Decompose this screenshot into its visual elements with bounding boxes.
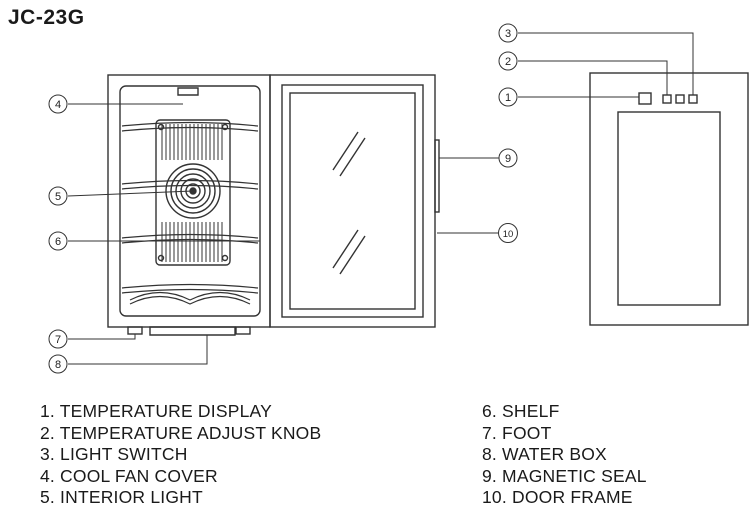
temperature-display-shape	[638, 92, 652, 105]
water-box	[149, 326, 236, 336]
legend-item: 6. SHELF	[482, 401, 560, 421]
callout-4: 4	[48, 94, 68, 114]
callout-9: 9	[498, 148, 518, 168]
callout-6: 6	[48, 231, 68, 251]
svg-text:5: 5	[55, 191, 61, 203]
callout-7: 7	[48, 329, 68, 349]
open-door	[269, 74, 440, 328]
callout-10: 10	[498, 223, 518, 243]
fan-cover	[155, 119, 231, 266]
legend-item: 7. FOOT	[482, 422, 552, 443]
callout-8: 8	[48, 354, 68, 374]
adjust-knob-shape-b	[675, 94, 685, 104]
callout-group: 1 2 3 4 5 6 7 8 9 10	[48, 23, 518, 374]
foot-group	[127, 326, 251, 335]
light-switch-shape	[688, 94, 698, 104]
closed-door	[589, 72, 749, 326]
legend-item: 5. INTERIOR LIGHT	[40, 487, 203, 507]
legend-item: 2. TEMPERATURE ADJUST KNOB	[40, 422, 322, 443]
svg-text:1: 1	[505, 92, 511, 104]
legend-item: 8. WATER BOX	[482, 444, 607, 464]
legend-left: 1. TEMPERATURE DISPLAY 2. TEMPERATURE AD…	[40, 401, 321, 509]
callout-3: 3	[498, 23, 518, 43]
svg-text:7: 7	[55, 334, 61, 346]
svg-text:9: 9	[505, 153, 511, 165]
legend-item: 1. TEMPERATURE DISPLAY	[40, 401, 272, 421]
svg-text:6: 6	[55, 236, 61, 248]
model-title: JC-23G	[8, 6, 85, 29]
callout-2: 2	[498, 51, 518, 71]
svg-text:10: 10	[503, 229, 514, 240]
leader-lines	[67, 32, 694, 365]
legend-item: 9. MAGNETIC SEAL	[482, 465, 647, 486]
legend-item: 3. LIGHT SWITCH	[40, 444, 188, 464]
svg-text:8: 8	[55, 359, 61, 371]
legend-right: 6. SHELF 7. FOOT 8. WATER BOX 9. MAGNETI…	[482, 401, 647, 509]
legend-item: 4. COOL FAN COVER	[40, 465, 218, 486]
svg-text:2: 2	[505, 56, 511, 68]
legend-item: 10. DOOR FRAME	[482, 487, 633, 507]
callout-1: 1	[498, 87, 518, 107]
callout-5: 5	[48, 186, 68, 206]
svg-text:3: 3	[505, 28, 511, 40]
svg-text:4: 4	[55, 99, 61, 111]
adjust-knob-shape-a	[662, 94, 672, 104]
